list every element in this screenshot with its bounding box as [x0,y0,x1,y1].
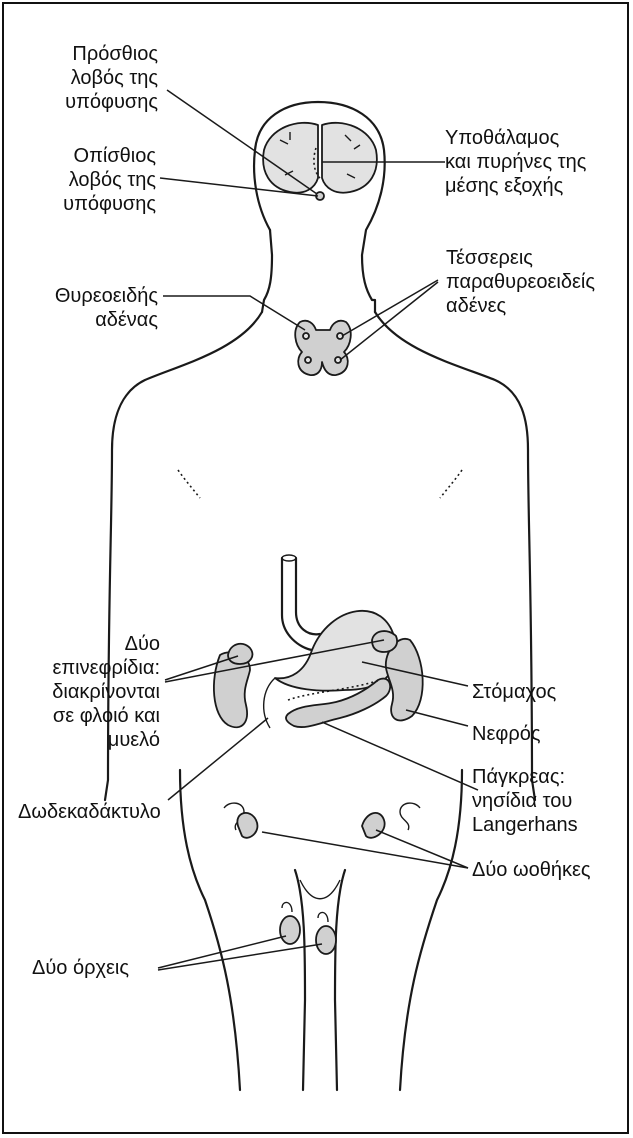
leader-lines [158,90,478,970]
neck-left [262,230,272,312]
right-leg-outline [400,770,462,1090]
ovaries-drawing [224,803,420,838]
label-thyroid: Θυρεοειδής αδένας [18,284,158,332]
inner-leg-outline [295,870,345,1090]
label-anterior-pituitary: Πρόσθιος λοβός της υπόφυσης [18,42,158,114]
parathyroid-3 [305,357,311,363]
label-posterior-pituitary: Οπίσθιος λοβός της υπόφυσης [18,144,156,216]
right-testis [316,926,336,954]
esophagus-opening [282,555,296,561]
right-ovary [362,813,385,838]
label-testes: Δύο όρχεις [32,956,162,980]
label-stomach: Στόμαχος [472,680,612,704]
parathyroid-1 [303,333,309,339]
right-fallopian-tube [400,803,420,830]
left-adrenal [228,644,252,664]
crotch-line [300,880,340,899]
leader-duodenum [168,718,268,800]
leader-parathyroid-a [342,280,438,336]
label-hypothalamus: Υποθάλαμος και πυρήνες της μέσης εξοχής [445,126,625,198]
label-kidney: Νεφρός [472,722,612,746]
leader-parathyroid-b [340,282,438,360]
leader-kidney [406,710,468,726]
label-parathyroids: Τέσσερεις παραθυρεοειδείς αδένες [446,246,626,318]
left-ovary [237,813,257,838]
label-ovaries: Δύο ωοθήκες [472,858,622,882]
leader-thyroid [163,296,305,330]
right-spermatic-cord [318,912,328,922]
left-testis [280,916,300,944]
label-duodenum: Δωδεκαδάκτυλο [18,800,188,824]
leader-pancreas [322,722,478,790]
left-leg-outline [180,770,240,1090]
brain-right-hemisphere [322,123,377,193]
leader-ovary-left [262,832,468,868]
left-arm-crease [178,470,200,498]
left-spermatic-cord [282,902,292,912]
right-arm-crease [440,470,462,498]
esophagus [282,558,320,650]
label-adrenals: Δύο επινεφρίδια: διακρίνονται σε φλοιό κ… [18,632,160,752]
abdominal-organs-drawing [214,555,423,728]
label-pancreas: Πάγκρεας: νησίδια του Langerhans [472,765,622,837]
